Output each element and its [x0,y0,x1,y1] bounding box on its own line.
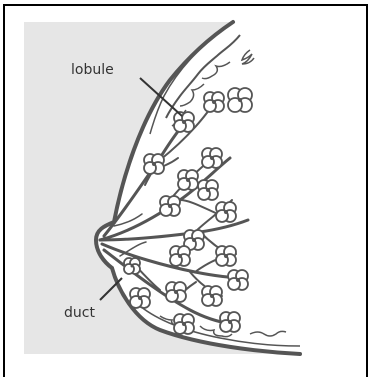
lobule-label: lobule [71,63,114,77]
duct-label: duct [64,306,95,320]
